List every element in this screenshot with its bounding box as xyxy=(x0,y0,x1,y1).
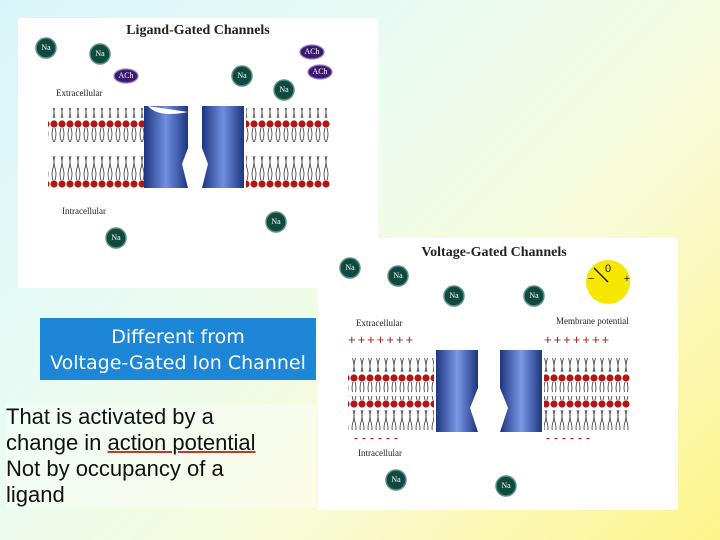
ligand-membrane-inner-right xyxy=(246,154,330,188)
svg-text:Na: Na xyxy=(449,291,459,300)
body-text: That is activated by a change in action … xyxy=(6,404,316,508)
svg-text:Na: Na xyxy=(345,263,355,272)
svg-text:Na: Na xyxy=(237,71,247,80)
na-ion: Na xyxy=(495,475,517,497)
na-ion: Na xyxy=(523,285,545,307)
body-line-3: Not by occupancy of a xyxy=(6,456,224,481)
na-ion: Na xyxy=(443,285,465,307)
voltage-channel-protein xyxy=(436,350,542,432)
svg-text:ACh: ACh xyxy=(304,47,319,56)
voltage-title: Voltage-Gated Channels xyxy=(421,245,567,260)
voltage-membrane-inner-right xyxy=(544,396,630,430)
na-ion: Na xyxy=(385,469,407,491)
voltage-membrane-outer-right xyxy=(544,358,630,392)
callout-box: Different from Voltage-Gated Ion Channel xyxy=(40,318,316,380)
na-ion: Na xyxy=(387,265,409,287)
svg-text:ACh: ACh xyxy=(312,67,327,76)
voltage-membrane-inner-left xyxy=(348,396,434,430)
voltage-extracellular-label: Extracellular xyxy=(356,318,402,328)
inner-negative-charges-left: - - - - - - xyxy=(354,430,398,445)
svg-text:Na: Na xyxy=(391,475,401,484)
membrane-potential-label: Membrane potential xyxy=(556,316,629,326)
na-ion: Na xyxy=(265,211,287,233)
ligand-membrane-inner-left xyxy=(48,154,144,188)
body-line-4: ligand xyxy=(6,482,65,507)
ligand-channel-protein xyxy=(144,106,244,188)
voltage-gated-diagram: Voltage-Gated Channels Extracellular Int… xyxy=(339,245,630,497)
inner-negative-charges-right: - - - - - - xyxy=(546,430,590,445)
ligand-gated-diagram: Ligand-Gated Channels Extracellular Intr… xyxy=(35,23,333,249)
ligand-extracellular-label: Extracellular xyxy=(56,88,102,98)
callout-line-1: Different from xyxy=(111,326,245,348)
body-line-1: That is activated by a xyxy=(6,404,214,429)
ach-ligand: ACh xyxy=(113,68,139,84)
svg-text:Na: Na xyxy=(95,49,105,58)
body-line-2-prefix: change in xyxy=(6,430,108,455)
na-ion: Na xyxy=(105,227,127,249)
membrane-potential-meter-icon: 0 − + xyxy=(586,260,630,304)
action-potential-term: action potential xyxy=(107,430,256,455)
svg-text:Na: Na xyxy=(393,271,403,280)
ach-ligand: ACh xyxy=(299,44,325,60)
ligand-gated-panel: Ligand-Gated Channels Extracellular Intr… xyxy=(18,18,378,288)
na-ion: Na xyxy=(89,43,111,65)
callout-line-2: Voltage-Gated Ion Channel xyxy=(50,352,306,374)
svg-text:ACh: ACh xyxy=(118,71,133,80)
svg-text:Na: Na xyxy=(279,85,289,94)
svg-text:Na: Na xyxy=(529,291,539,300)
body-line-2: change in action potential xyxy=(6,430,316,456)
na-ion: Na xyxy=(35,37,57,59)
svg-text:0: 0 xyxy=(605,263,611,275)
outer-positive-charges-right: +++++++ xyxy=(544,332,611,347)
na-ion: Na xyxy=(231,65,253,87)
na-ion: Na xyxy=(273,79,295,101)
outer-positive-charges-left: +++++++ xyxy=(348,332,415,347)
svg-text:−: − xyxy=(588,273,594,285)
svg-text:Na: Na xyxy=(41,43,51,52)
voltage-gated-panel: Voltage-Gated Channels Extracellular Int… xyxy=(318,238,678,510)
voltage-intracellular-label: Intracellular xyxy=(358,448,402,458)
ligand-intracellular-label: Intracellular xyxy=(62,206,106,216)
svg-text:+: + xyxy=(624,273,630,285)
ach-ligand: ACh xyxy=(307,64,333,80)
ligand-membrane-outer-left xyxy=(48,108,144,142)
svg-text:Na: Na xyxy=(271,217,281,226)
svg-text:Na: Na xyxy=(111,233,121,242)
svg-text:Na: Na xyxy=(501,481,511,490)
na-ion: Na xyxy=(339,257,361,279)
ligand-title: Ligand-Gated Channels xyxy=(126,23,270,38)
ligand-membrane-outer-right xyxy=(246,108,330,142)
voltage-membrane-outer-left xyxy=(348,358,434,392)
